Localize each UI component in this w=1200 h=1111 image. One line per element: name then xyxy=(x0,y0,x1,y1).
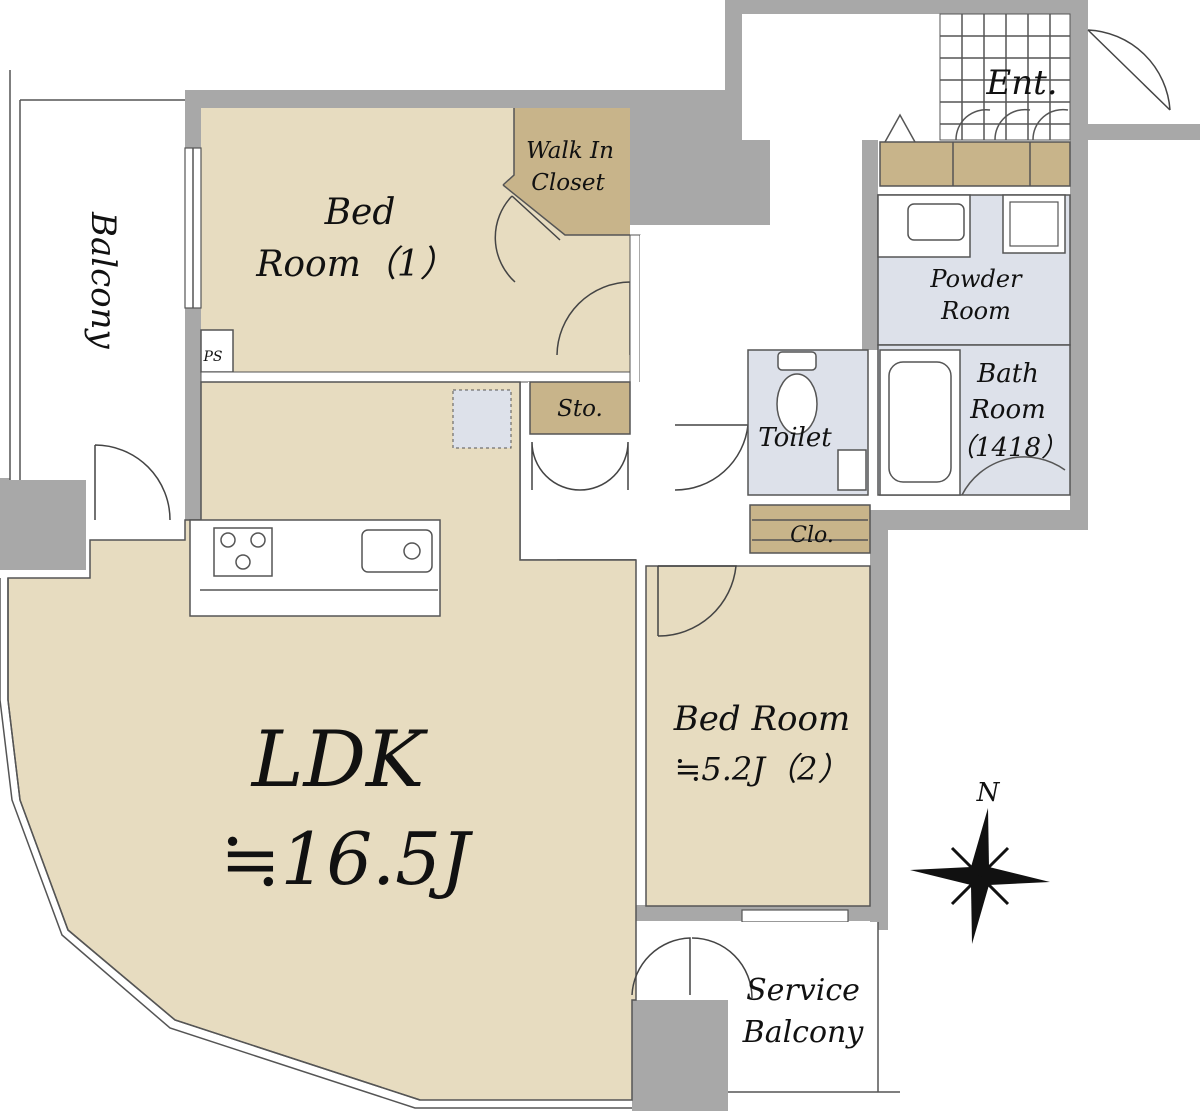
storage-doors xyxy=(531,441,629,491)
bedroom-2-label-1: Bed Room xyxy=(673,699,850,739)
fridge-space xyxy=(452,389,512,449)
toilet-tank xyxy=(777,351,817,371)
shoe-cabinet xyxy=(879,141,1071,187)
bath-room: Bath Room （1418） xyxy=(877,344,1071,496)
walk-in-closet-label-2: Closet xyxy=(531,170,605,196)
storage-floor xyxy=(529,381,631,435)
closet-door xyxy=(494,195,561,283)
service-balcony: Service Balcony xyxy=(691,922,900,1093)
closet-2-label: Clo. xyxy=(790,523,834,548)
balcony-label: Balcony xyxy=(83,211,123,350)
wall-bed1-ldk xyxy=(200,371,637,383)
wall-bottom-right xyxy=(870,510,1088,530)
service-balcony-label-2: Balcony xyxy=(742,1015,865,1050)
closet-2-floor xyxy=(749,504,871,554)
bedroom-2: Bed Room ≒5.2J（2） xyxy=(557,559,871,923)
bath-room-label-2: Room xyxy=(969,395,1046,425)
wall-center-spine xyxy=(862,140,878,350)
bedroom-2-label-2: ≒5.2J（2） xyxy=(675,750,850,788)
bedroom-1: Walk In Closet PS Bed Room（1） xyxy=(184,108,631,373)
outer-wall-mass xyxy=(185,90,770,225)
ldk-label-1: LDK xyxy=(250,715,429,805)
closet-2: Clo. xyxy=(749,504,871,590)
wall-right-bed2 xyxy=(870,510,888,930)
service-balcony-label-1: Service xyxy=(746,973,860,1008)
powder-room-label-2: Room xyxy=(940,297,1011,325)
pillar-bottom xyxy=(632,1000,728,1111)
sink xyxy=(907,203,965,241)
entrance-label: Ent. xyxy=(985,63,1057,103)
ldk: LDK ≒16.5J xyxy=(0,381,691,1109)
compass: N xyxy=(910,778,1050,944)
kitchen-sink xyxy=(361,529,433,573)
bedroom-2-floor xyxy=(645,565,871,907)
powder-room: Powder Room xyxy=(877,194,1071,346)
toilet-bowl xyxy=(776,373,818,435)
balcony-door xyxy=(94,444,171,521)
entrance-tiles xyxy=(939,13,1071,141)
toilet-label: Toilet xyxy=(758,423,832,453)
bedroom-2-door xyxy=(657,565,737,637)
service-balcony-door xyxy=(631,937,691,996)
pillar-left xyxy=(0,478,86,570)
balcony-area: Balcony xyxy=(9,70,185,480)
toilet-sink xyxy=(837,449,867,491)
ldk-label-2: ≒16.5J xyxy=(220,817,474,901)
ps-label: PS xyxy=(202,349,222,365)
walk-in-closet-label-1: Walk In xyxy=(526,138,614,164)
walk-in-closet-floor xyxy=(503,108,630,235)
wall-top-left xyxy=(185,90,630,108)
bedroom-1-label-1: Bed xyxy=(324,192,396,233)
hallway: Sto. xyxy=(519,235,750,561)
entrance: Ent. xyxy=(742,13,1171,187)
wall-ent-stub xyxy=(1088,124,1200,140)
stove xyxy=(213,527,273,577)
wall-right xyxy=(1070,120,1088,530)
bath-room-label-1: Bath xyxy=(976,359,1039,389)
entrance-door xyxy=(1087,29,1171,111)
curved-window xyxy=(0,578,632,1109)
toilet-room: Toilet xyxy=(747,349,869,496)
bath-room-label-3: （1418） xyxy=(949,433,1067,463)
compass-needle-north-icon xyxy=(971,808,989,876)
storage-label: Sto. xyxy=(557,396,603,422)
ps-box xyxy=(200,329,234,373)
powder-room-label-1: Powder xyxy=(929,265,1023,293)
toilet-door xyxy=(674,424,749,491)
compass-north-label: N xyxy=(976,778,1001,808)
bedroom-1-label-2: Room（1） xyxy=(255,244,456,285)
